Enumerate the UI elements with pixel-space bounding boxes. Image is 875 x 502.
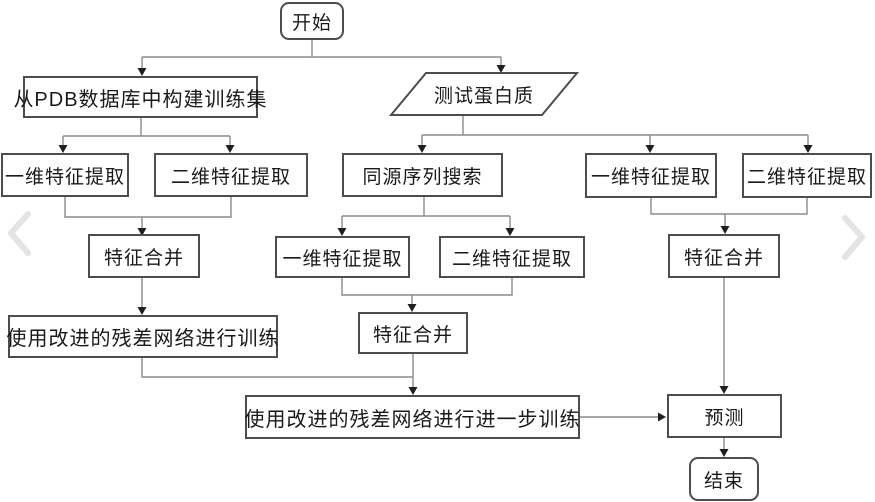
edge-start-split bbox=[137, 40, 506, 76]
node-further-train-resnet: 使用改进的残差网络进行进一步训练 bbox=[245, 395, 580, 439]
node-right-feature-merge-label: 特征合并 bbox=[683, 247, 764, 269]
node-left-feature-2d: 二维特征提取 bbox=[154, 153, 308, 197]
node-train-resnet-label: 使用改进的残差网络进行训练 bbox=[6, 328, 280, 350]
node-left-feature-merge: 特征合并 bbox=[88, 234, 200, 278]
node-homology-search: 同源序列搜索 bbox=[342, 153, 503, 197]
chevron-right-icon[interactable] bbox=[842, 215, 865, 260]
node-left-feature-2d-label: 二维特征提取 bbox=[170, 166, 291, 188]
node-mid-feature-1d: 一维特征提取 bbox=[275, 236, 410, 278]
edge-further-predict bbox=[580, 412, 666, 422]
edge-test-split bbox=[417, 115, 813, 153]
node-test-protein: 测试蛋白质 bbox=[414, 73, 554, 115]
edge-left-merge-train bbox=[137, 278, 147, 315]
node-mid-feature-2d: 二维特征提取 bbox=[439, 236, 585, 278]
node-homology-search-label: 同源序列搜索 bbox=[362, 166, 483, 188]
node-right-feature-2d: 二维特征提取 bbox=[742, 153, 872, 198]
node-end: 结束 bbox=[689, 457, 759, 501]
edge-mid-merge-further bbox=[408, 354, 418, 395]
node-left-feature-1d-label: 一维特征提取 bbox=[4, 166, 125, 188]
node-mid-feature-merge: 特征合并 bbox=[358, 312, 468, 354]
node-predict-label: 预测 bbox=[704, 407, 745, 429]
edge-build-split bbox=[58, 118, 235, 153]
node-mid-feature-1d-label: 一维特征提取 bbox=[282, 248, 403, 270]
edge-predict-end bbox=[719, 438, 729, 457]
node-build-training-set-label: 从PDB数据库中构建训练集 bbox=[13, 88, 268, 111]
node-right-feature-merge: 特征合并 bbox=[668, 234, 780, 278]
node-further-train-resnet-label: 使用改进的残差网络进行进一步训练 bbox=[244, 408, 581, 431]
node-end-label: 结束 bbox=[703, 470, 744, 492]
node-start-label: 开始 bbox=[291, 12, 332, 34]
edge-right-row-merge bbox=[650, 198, 808, 234]
node-test-protein-shape bbox=[388, 72, 580, 116]
node-right-feature-1d-label: 一维特征提取 bbox=[590, 167, 711, 188]
node-right-feature-2d-label: 二维特征提取 bbox=[746, 167, 867, 188]
node-right-feature-1d: 一维特征提取 bbox=[585, 153, 717, 198]
node-predict: 预测 bbox=[667, 394, 782, 438]
node-build-training-set: 从PDB数据库中构建训练集 bbox=[13, 76, 267, 118]
chevron-left-icon[interactable] bbox=[8, 211, 31, 256]
node-start: 开始 bbox=[280, 2, 344, 40]
node-mid-feature-2d-label: 二维特征提取 bbox=[451, 248, 572, 270]
node-train-resnet: 使用改进的残差网络进行训练 bbox=[6, 315, 280, 358]
edge-mid-row-merge bbox=[341, 278, 513, 312]
edge-homology-split bbox=[337, 197, 515, 236]
node-mid-feature-merge-label: 特征合并 bbox=[372, 324, 453, 346]
edge-left-row-merge bbox=[64, 197, 232, 236]
node-left-feature-1d: 一维特征提取 bbox=[1, 153, 129, 197]
edge-train-further bbox=[141, 358, 413, 378]
node-test-protein-label: 测试蛋白质 bbox=[433, 85, 534, 107]
node-left-feature-merge-label: 特征合并 bbox=[103, 247, 184, 269]
edge-right-merge-predict bbox=[719, 278, 729, 394]
